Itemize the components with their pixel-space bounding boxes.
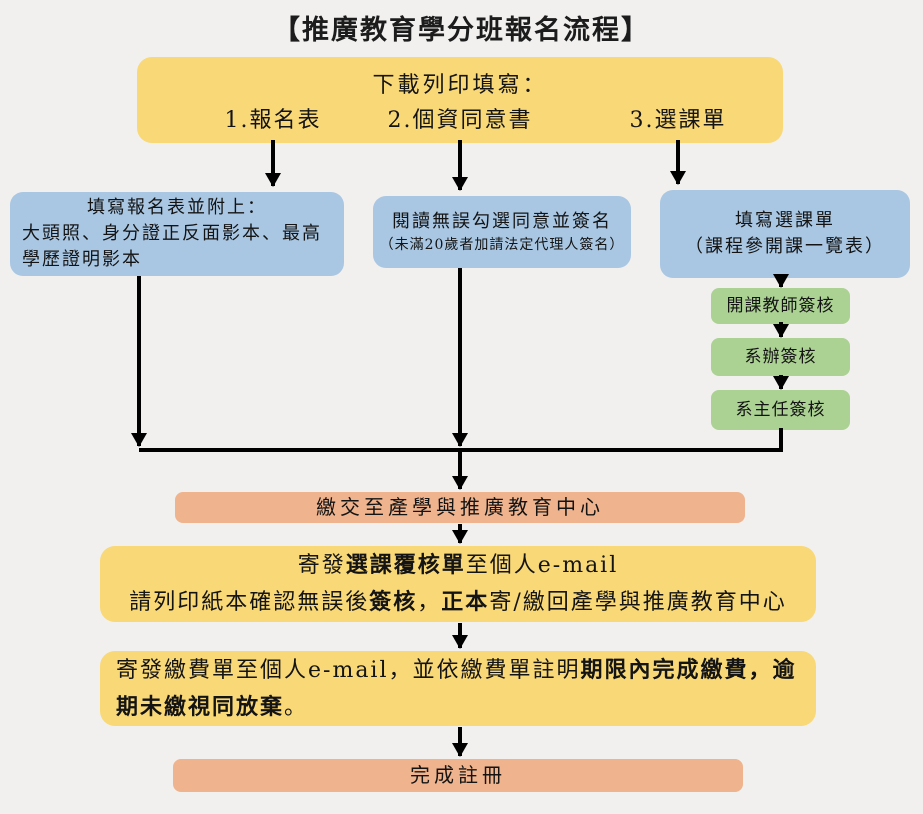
download-item-registration-form: 1.報名表 (224, 108, 322, 133)
dept-office-approval-box: 系辦簽核 (711, 338, 850, 376)
consent-box-line1: 閱讀無誤勾選同意並簽名 (392, 210, 612, 232)
payment-box-text: 寄發繳費單至個人e-mail，並依繳費單註明期限內完成繳費，逾期未繳視同放棄。 (116, 656, 797, 720)
course-box-line1: 填寫選課單 (735, 209, 835, 231)
consent-sign-box: 閱讀無誤勾選同意並簽名 （未滿20歲者加請法定代理人簽名） (373, 196, 631, 268)
download-item-consent-form: 2.個資同意書 (387, 108, 533, 133)
dept-chair-approval-box: 系主任簽核 (711, 390, 850, 430)
form-box-line2: 大頭照、身分證正反面影本、最高學歷證明影本 (22, 222, 322, 271)
fill-course-selection-box: 填寫選課單 （課程參開課一覽表） (660, 190, 910, 278)
fill-registration-form-box: 填寫報名表並附上： 大頭照、身分證正反面影本、最高學歷證明影本 (10, 192, 344, 276)
download-heading: 下載列印填寫： (372, 73, 548, 98)
review-box-line1: 寄發選課覆核單至個人e-mail (297, 552, 619, 578)
download-item-course-selection: 3.選課單 (629, 108, 727, 133)
payment-notice-box: 寄發繳費單至個人e-mail，並依繳費單註明期限內完成繳費，逾期未繳視同放棄。 (100, 651, 816, 726)
line-chair-elbow (139, 428, 783, 452)
review-box-line2: 請列印紙本確認無誤後簽核，正本寄/繳回產學與推廣教育中心 (129, 589, 787, 615)
registration-complete-box: 完成註冊 (173, 759, 743, 792)
download-print-box: 下載列印填寫： 1.報名表 2.個資同意書 3.選課單 (137, 57, 783, 143)
review-form-email-box: 寄發選課覆核單至個人e-mail 請列印紙本確認無誤後簽核，正本寄/繳回產學與推… (100, 546, 816, 622)
consent-box-line2: （未滿20歲者加請法定代理人簽名） (379, 236, 625, 253)
page-title: 【推廣教育學分班報名流程】 (273, 15, 650, 46)
submit-to-center-box: 繳交至產學與推廣教育中心 (175, 492, 745, 523)
teacher-approval-box: 開課教師簽核 (711, 288, 850, 324)
form-box-line1: 填寫報名表並附上： (87, 196, 267, 218)
course-box-line2: （課程參開課一覽表） (685, 236, 885, 257)
